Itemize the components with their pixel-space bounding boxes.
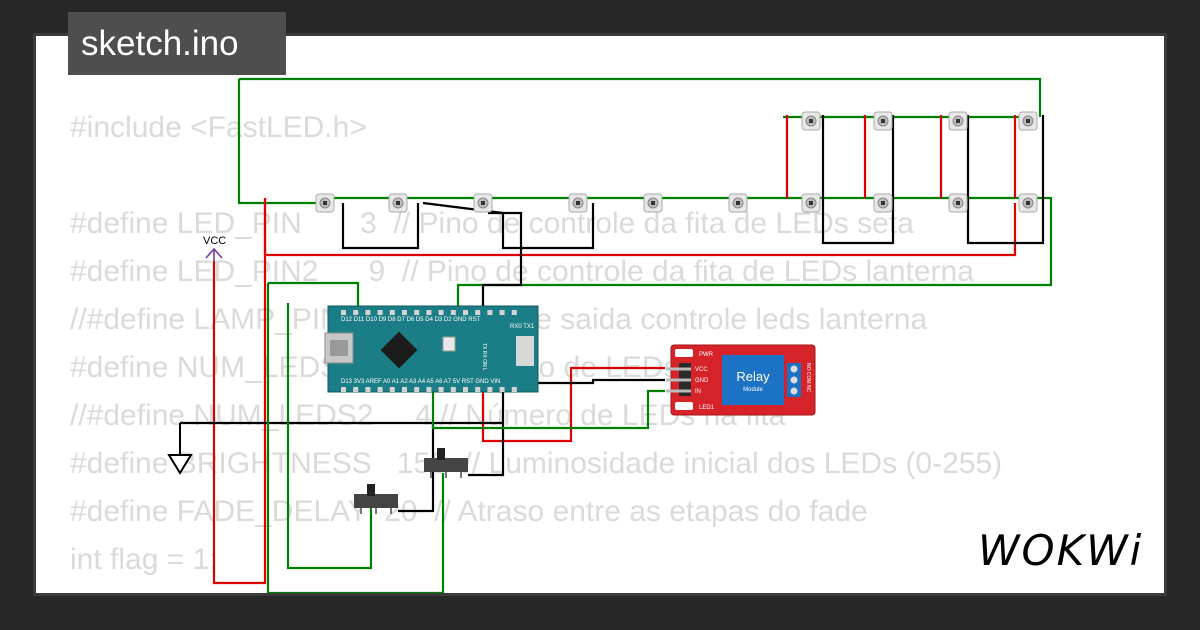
nano-pin[interactable] — [389, 310, 395, 315]
nano-pin[interactable] — [365, 387, 371, 392]
vcc-symbol: VCC — [203, 235, 226, 261]
wire — [268, 281, 360, 311]
nano-pin[interactable] — [341, 387, 346, 392]
nano-pin[interactable] — [389, 387, 395, 392]
nano-pin[interactable] — [475, 310, 481, 315]
led-pixel[interactable] — [1018, 111, 1038, 131]
led-pixel[interactable] — [1018, 193, 1038, 213]
wire — [239, 77, 1042, 117]
wire — [398, 423, 435, 513]
nano-pin[interactable] — [377, 310, 383, 315]
wire — [180, 378, 665, 425]
nano-pin[interactable] — [487, 387, 493, 392]
led-pixel[interactable] — [643, 193, 663, 213]
wire — [422, 201, 595, 250]
led-pixel[interactable] — [873, 111, 893, 131]
circuit-diagram: VCC D12 D11 D10 D9 D8 D7 D6 D5 D4 D3 D2 … — [167, 77, 1053, 593]
nano-pin[interactable] — [450, 310, 456, 315]
nano-pin[interactable] — [511, 387, 517, 392]
wire — [212, 198, 267, 585]
wire — [481, 366, 665, 443]
nano-pin[interactable] — [438, 310, 444, 315]
nano-pin[interactable] — [365, 310, 371, 315]
ground-symbol — [167, 423, 193, 475]
vcc-label: VCC — [203, 235, 226, 247]
slide-switch-2[interactable] — [354, 484, 398, 514]
led-pixel[interactable] — [473, 193, 493, 213]
slide-switch-1[interactable] — [424, 448, 468, 478]
relay-module[interactable]: PWR LED1 VCC GND IN Relay Module NO COM … — [666, 344, 816, 416]
nano-pin[interactable] — [414, 310, 420, 315]
nano-top-pin-labels: D12 D11 D10 D9 D8 D7 D6 D5 D4 D3 D2 GND … — [341, 317, 481, 323]
relay-pin-vcc: VCC — [695, 367, 708, 373]
nano-pin[interactable] — [438, 387, 444, 392]
nano-led-labels: TX RX ON L — [481, 343, 487, 371]
file-title: sketch.ino — [68, 12, 286, 75]
wire — [286, 303, 373, 570]
relay-pin-in: IN — [695, 389, 701, 395]
wires — [180, 77, 1053, 593]
code-line: #define LED_PIN2 9 // Pino de controle d… — [70, 255, 974, 288]
wire — [468, 423, 505, 477]
nano-pin[interactable] — [450, 387, 456, 392]
relay-led-1: LED1 — [699, 405, 715, 411]
code-line: #define BRIGHTNESS 150 // Luminosidade i… — [70, 447, 1003, 480]
code-line: #include <FastLED.h> — [70, 111, 367, 144]
relay-terminal-labels: NO COM NC — [805, 363, 811, 393]
logo-text: WOKWi — [978, 526, 1143, 575]
led-pixel[interactable] — [801, 111, 821, 131]
wire — [237, 79, 325, 205]
led-pixel[interactable] — [728, 193, 748, 213]
nano-pin[interactable] — [402, 310, 407, 315]
nano-pin[interactable] — [487, 310, 493, 315]
led-pixel[interactable] — [948, 111, 968, 131]
nano-pin[interactable] — [353, 310, 359, 315]
nano-serial-labels: RX0 TX1 — [510, 324, 535, 330]
nano-pin[interactable] — [463, 387, 468, 392]
nano-pin[interactable] — [426, 387, 432, 392]
nano-pin[interactable] — [426, 310, 432, 315]
nano-pin[interactable] — [499, 387, 505, 392]
nano-pin[interactable] — [414, 387, 420, 392]
nano-pin[interactable] — [511, 310, 517, 315]
nano-pin[interactable] — [463, 310, 468, 315]
led-strip — [315, 111, 1038, 213]
led-pixel[interactable] — [568, 193, 588, 213]
wire — [481, 211, 523, 313]
led-pixel[interactable] — [801, 193, 821, 213]
led-pixel[interactable] — [948, 193, 968, 213]
wokwi-logo: WOKWi — [978, 526, 1143, 575]
nano-pin[interactable] — [377, 387, 383, 392]
led-pixel[interactable] — [315, 193, 335, 213]
code-line: #define FADE_DELAY 20 // Atraso entre as… — [70, 495, 868, 528]
relay-led-pwr: PWR — [699, 352, 714, 358]
wire — [325, 196, 1053, 308]
arduino-nano[interactable]: D12 D11 D10 D9 D8 D7 D6 D5 D4 D3 D2 GND … — [324, 305, 539, 393]
preview-card: #include <FastLED.h> #define LED_PIN 3 //… — [33, 33, 1167, 596]
nano-pin[interactable] — [341, 310, 346, 315]
nano-pin[interactable] — [475, 387, 481, 392]
led-pixel[interactable] — [388, 193, 408, 213]
led-pixel[interactable] — [873, 193, 893, 213]
wire — [821, 115, 895, 245]
relay-pin-gnd: GND — [695, 378, 709, 384]
wire — [266, 283, 445, 593]
relay-title: Relay — [736, 369, 770, 384]
nano-bottom-pin-labels: D13 3V3 AREF A0 A1 A2 A3 A4 A5 A6 A7 5V … — [341, 379, 500, 385]
code-line: #define LED_PIN 3 // Pino de controle da… — [70, 207, 914, 240]
wire — [341, 203, 420, 250]
nano-pin[interactable] — [402, 387, 407, 392]
relay-subtitle: Module — [743, 387, 763, 393]
wire — [966, 115, 1045, 245]
nano-pin[interactable] — [353, 387, 359, 392]
wire — [263, 198, 1017, 257]
nano-pin-headers — [341, 310, 517, 392]
nano-pin[interactable] — [499, 310, 505, 315]
